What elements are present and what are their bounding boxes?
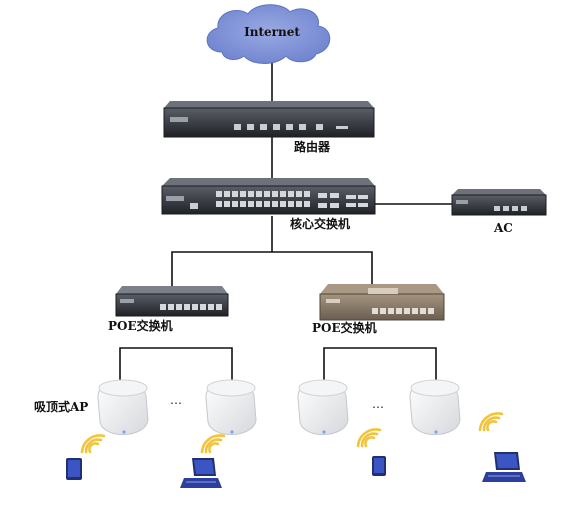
- poe-switch-right-device: POE交换机: [312, 284, 445, 335]
- laptop-client-2: [482, 452, 526, 482]
- wifi-icon: [80, 434, 106, 454]
- ceiling-ap-4: [409, 379, 461, 435]
- laptop-client-1: [180, 458, 222, 488]
- tablet-client-2: [372, 456, 386, 476]
- link-poe-right-aps: [323, 347, 437, 382]
- router-ports: [234, 124, 348, 130]
- links: [119, 62, 452, 382]
- internet-cloud: Internet: [206, 4, 331, 64]
- core-switch-device: 核心交换机: [161, 178, 376, 231]
- ellipsis-left: …: [170, 393, 182, 407]
- poe-switch-left-device: POE交换机: [108, 286, 229, 333]
- tablet-client-1: [66, 458, 82, 480]
- ceiling-ap-2: [205, 379, 257, 435]
- cloud-icon: [206, 4, 331, 64]
- router-label: 路由器: [294, 139, 331, 154]
- wifi-icon: [356, 428, 382, 448]
- router-device: 路由器: [163, 101, 375, 154]
- poe-switch-left-label: POE交换机: [108, 318, 173, 333]
- ceiling-ap-3: [297, 379, 349, 435]
- core-switch-label: 核心交换机: [290, 216, 350, 231]
- poe-switch-right-label: POE交换机: [312, 320, 377, 335]
- ac-device: AC: [451, 189, 547, 235]
- ellipsis-right: …: [372, 397, 384, 411]
- ceiling-ap-label: 吸顶式AP: [34, 399, 88, 414]
- link-poe-left-aps: [119, 347, 233, 382]
- internet-label: Internet: [244, 25, 300, 39]
- ceiling-ap-1: [97, 379, 149, 435]
- wifi-signals: [80, 412, 504, 454]
- link-core-poe-split: [171, 251, 373, 290]
- poe-right-ports: [372, 308, 434, 314]
- core-switch-ports: [216, 191, 368, 208]
- ac-label: AC: [493, 221, 513, 235]
- wifi-icon: [200, 434, 226, 454]
- wifi-icon: [478, 412, 504, 432]
- poe-left-ports: [160, 304, 222, 310]
- ac-ports: [494, 206, 527, 211]
